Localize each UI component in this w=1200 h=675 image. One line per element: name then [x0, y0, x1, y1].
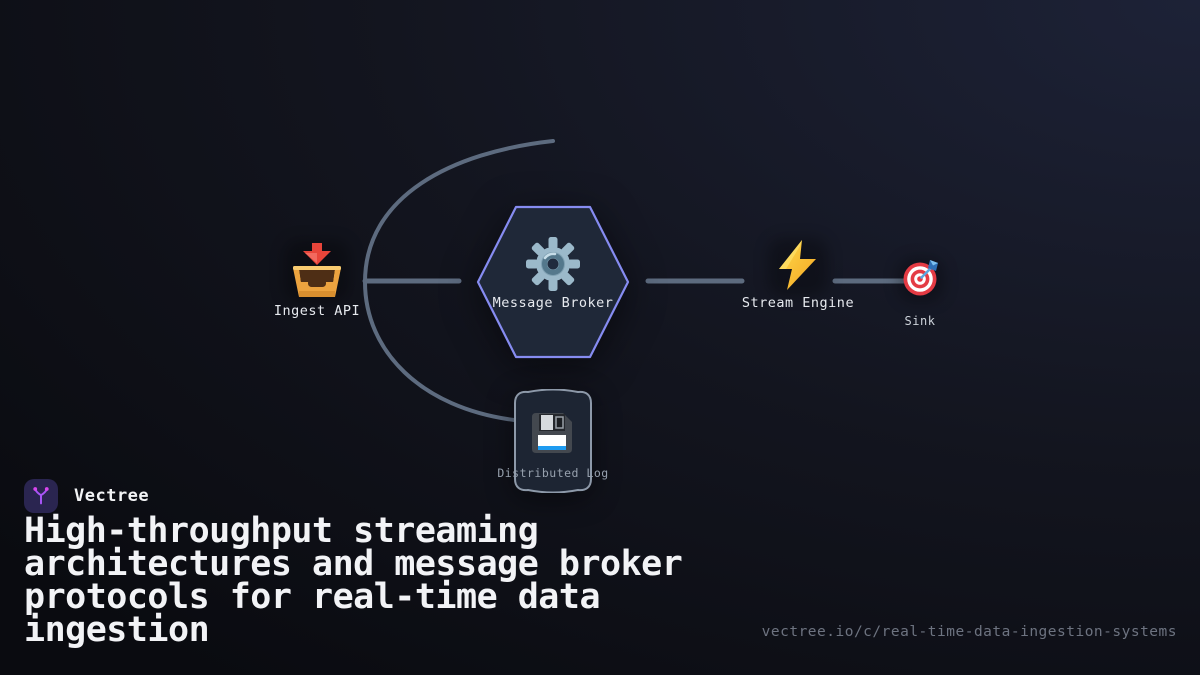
message-broker-label: Message Broker [492, 295, 614, 311]
sink-label: Sink [904, 314, 936, 328]
brand-row: Vectree [24, 479, 149, 513]
distributed-log-label: Distributed Log [497, 466, 609, 480]
ingest-api-label: Ingest API [273, 303, 361, 319]
dart-target-icon [903, 260, 938, 296]
card-title: High-throughput streaming architectures … [24, 511, 683, 650]
card-url: vectree.io/c/real-time-data-ingestion-sy… [761, 624, 1177, 640]
vectree-branch-icon [33, 487, 49, 505]
gear-icon [526, 237, 580, 291]
stream-engine-label: Stream Engine [741, 295, 855, 311]
vectree-logo [24, 479, 58, 513]
brand-name: Vectree [74, 486, 150, 506]
floppy-disk-icon [532, 413, 572, 453]
lightning-bolt-icon [779, 240, 816, 290]
inbox-tray-icon [293, 243, 341, 297]
